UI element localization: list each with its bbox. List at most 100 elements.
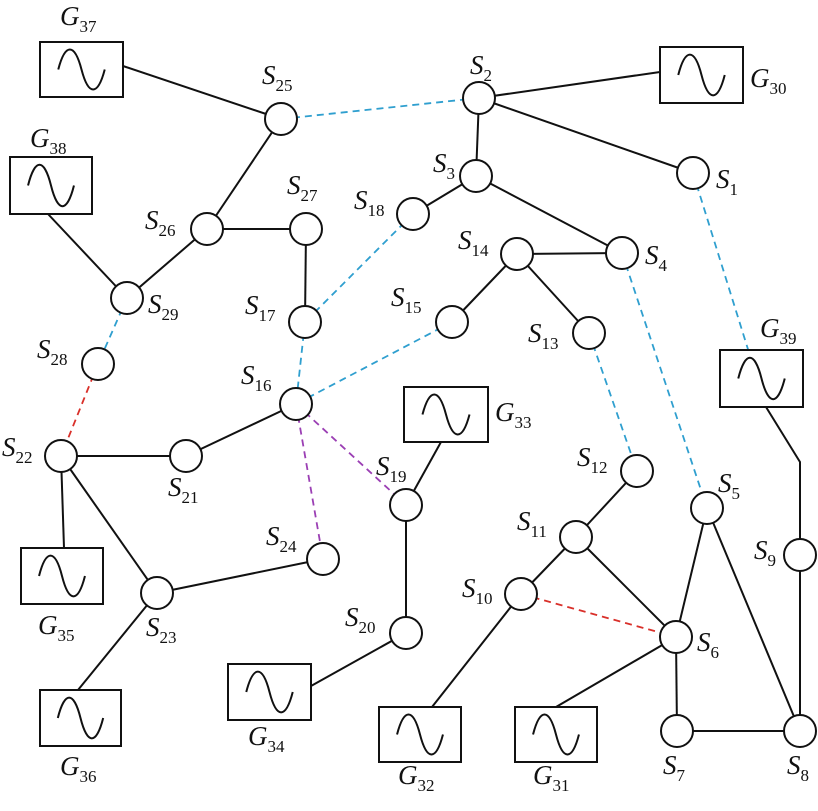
edge-g32-s10 [431,593,522,708]
bus-label-s27: S27 [287,170,318,205]
bus-node-s14 [500,237,534,271]
bus-label-s23: S23 [146,612,177,647]
generator-g36 [39,689,122,747]
edge-g36-s23 [77,592,158,691]
bus-node-s4 [605,236,639,270]
edge-g30-s2 [478,71,661,99]
bus-label-s1: S1 [716,164,738,199]
bus-label-s11: S11 [517,506,547,541]
edge-s13-s12 [588,332,638,472]
bus-label-s28: S28 [37,334,68,369]
generator-box [719,349,804,408]
generator-box [227,663,312,721]
edge-g38-s29 [47,213,128,299]
edge-s25-s2 [280,97,480,120]
bus-label-s10: S10 [462,573,493,608]
labels-layer: G30G31G32G33G34G35G36G37G38G39S1S2S3S4S5… [2,1,809,795]
bus-label-s7: S7 [663,750,686,785]
edge-s3-s4 [475,175,623,254]
bus-label-s14: S14 [458,225,489,260]
bus-node-s28 [81,347,115,381]
edge-s15-s16 [295,321,453,405]
generator-label-g34: G34 [248,721,285,756]
bus-label-s22: S22 [2,432,33,467]
generator-label-g39: G39 [760,313,797,348]
generator-label-g38: G38 [30,123,67,158]
edge-s16-s21 [185,403,297,457]
sine-wave-icon [56,696,105,740]
bus-node-s2 [462,81,496,115]
bus-node-s12 [620,454,654,488]
bus-label-s13: S13 [528,318,559,353]
bus-node-s16 [279,387,313,421]
sine-wave-icon [396,713,444,756]
generator-g38 [9,156,93,215]
sine-wave-icon [245,670,294,714]
edge-s25-s26 [206,118,282,230]
bus-label-s9: S9 [754,535,776,570]
bus-label-s6: S6 [697,627,719,662]
edge-s14-s4 [516,252,623,255]
edge-s11-s6 [575,536,677,638]
generator-g33 [403,386,489,443]
bus-node-s6 [659,620,693,654]
bus-label-s24: S24 [266,521,297,556]
sine-wave-icon [677,53,726,97]
bus-label-s5: S5 [718,468,740,503]
bus-node-s23 [140,576,174,610]
sine-wave-icon [532,713,580,756]
generator-label-g30: G30 [750,63,787,98]
edge-s5-s6 [675,507,708,638]
generator-g31 [514,706,598,763]
generator-label-g36: G36 [60,751,97,786]
bus-label-s26: S26 [145,205,176,240]
bus-node-s21 [169,439,203,473]
edge-g31-s6 [555,636,677,708]
bus-label-s3: S3 [433,148,455,183]
generator-g39 [719,349,804,408]
bus-node-s24 [306,542,340,576]
generator-box [378,706,462,763]
sine-wave-icon [27,164,75,207]
bus-label-s4: S4 [645,240,668,275]
edge-s16-s19 [295,403,407,506]
generator-g34 [227,663,312,721]
edge-s5-s8 [706,507,801,732]
edge-s14-s13 [516,253,590,334]
bus-node-s15 [435,305,469,339]
edge-s23-s24 [156,558,324,594]
bus-label-s16: S16 [241,360,272,395]
bus-node-s7 [660,714,694,748]
generators-layer [9,41,804,763]
generator-g37 [39,41,124,98]
bus-label-s21: S21 [168,472,199,507]
bus-label-s17: S17 [245,290,276,325]
bus-label-s19: S19 [376,451,407,486]
bus-node-s19 [389,488,423,522]
edge-s10-s6 [520,593,677,638]
bus-node-s9 [783,538,817,572]
bus-node-s20 [389,616,423,650]
generator-label-g33: G33 [495,397,532,432]
edge-s22-s23 [60,455,158,594]
buses-layer [44,81,817,748]
bus-label-s2: S2 [470,50,492,85]
edge-g37-s25 [122,65,282,120]
sine-wave-icon [57,48,106,91]
generator-label-g32: G32 [398,760,435,795]
generator-label-g35: G35 [38,610,75,645]
bus-label-s29: S29 [148,289,179,324]
bus-node-s13 [572,316,606,350]
bus-node-s17 [288,305,322,339]
edge-s2-s1 [478,97,694,174]
generator-label-g37: G37 [60,1,97,36]
bus-node-s18 [396,197,430,231]
bus-node-s26 [190,212,224,246]
sine-wave-icon [38,554,86,598]
edge-s16-s24 [295,403,324,560]
bus-node-s8 [783,714,817,748]
sine-wave-icon [737,357,786,400]
bus-node-s27 [289,212,323,246]
bus-label-s18: S18 [354,185,385,220]
